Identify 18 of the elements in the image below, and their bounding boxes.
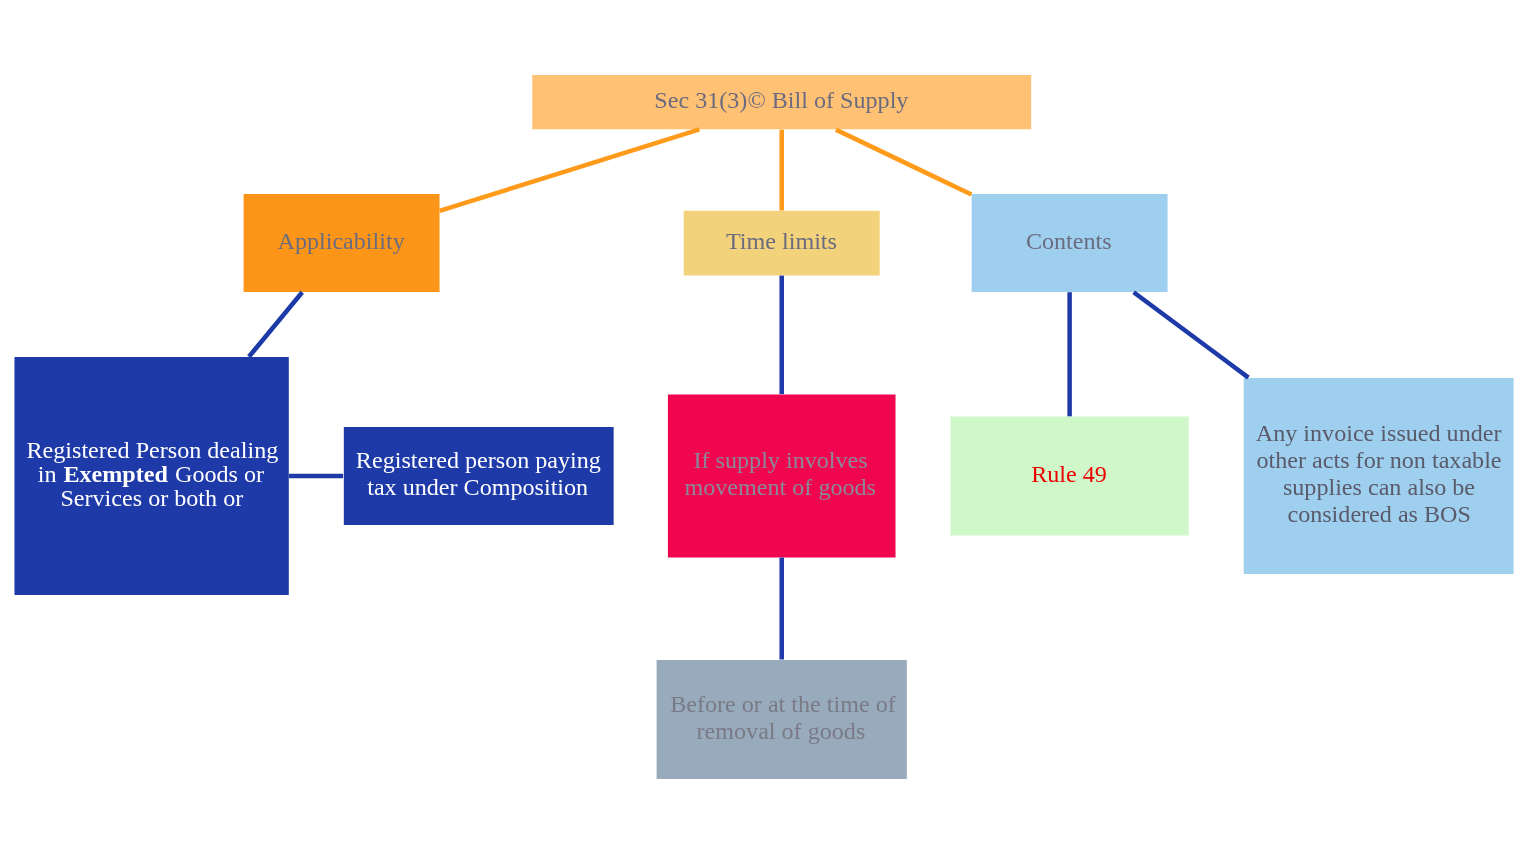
node-box: Time limits [683, 210, 880, 276]
node-box: Contents [971, 194, 1168, 293]
connector [779, 275, 784, 395]
connector [1132, 290, 1250, 380]
connector [1067, 292, 1072, 417]
connector [834, 127, 973, 197]
connector [438, 127, 701, 214]
node-box: Any invoice issued under other acts for non taxable supplies can also be considered as BOS [1243, 378, 1514, 574]
connector [779, 557, 784, 660]
connector [289, 473, 344, 479]
connector [779, 129, 784, 211]
node-box: Rule 49 [950, 416, 1189, 536]
node-box: Registered person paying tax under Composition [343, 427, 614, 525]
connector [247, 290, 304, 359]
node-box: Applicability [243, 194, 440, 293]
node-box: If supply involves movement of goods [667, 394, 896, 558]
node-box: Registered Person dealing in Exempted Goods or Services or both or [14, 356, 289, 596]
node-box: Sec 31(3)© Bill of Supply [532, 75, 1032, 130]
